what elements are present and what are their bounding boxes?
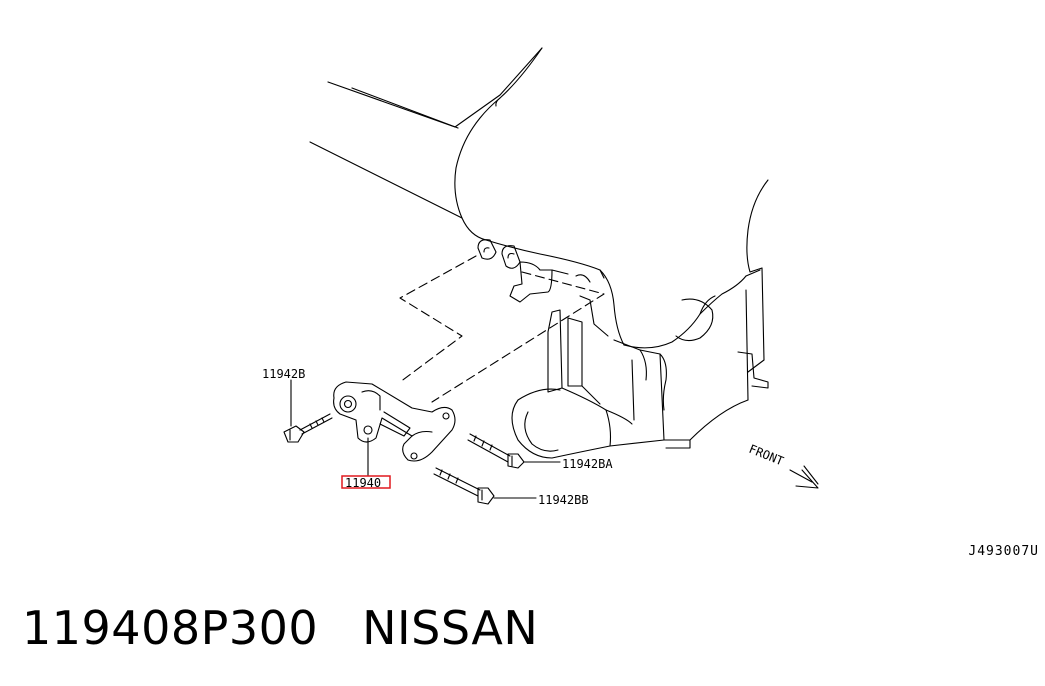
callout-leaders: [290, 379, 561, 499]
bolt-11942B: [283, 413, 333, 443]
callout-11942BA: 11942BA: [562, 457, 613, 471]
callout-11940: 11940: [345, 476, 381, 490]
diagram-reference-code: J493007U: [968, 544, 1039, 559]
callout-11942B: 11942B: [262, 367, 305, 381]
dashed-leaders: [399, 255, 605, 403]
highlight-box: [341, 475, 391, 489]
bracket-part: [333, 381, 456, 462]
front-label: FRONT: [747, 442, 786, 469]
bolt-11942BB: [433, 467, 495, 505]
part-caption: 119408P300 NISSAN: [22, 598, 538, 658]
part-number: 119408P300: [22, 601, 319, 655]
callout-11942BB: 11942BB: [538, 493, 589, 507]
mounting-boss: [477, 239, 553, 303]
brand-name: NISSAN: [362, 601, 539, 655]
bolt-11942BA: [467, 433, 525, 469]
outlet-housing: [511, 309, 665, 459]
engine-block-outline: [309, 47, 769, 449]
front-arrow-icon: [789, 465, 819, 489]
